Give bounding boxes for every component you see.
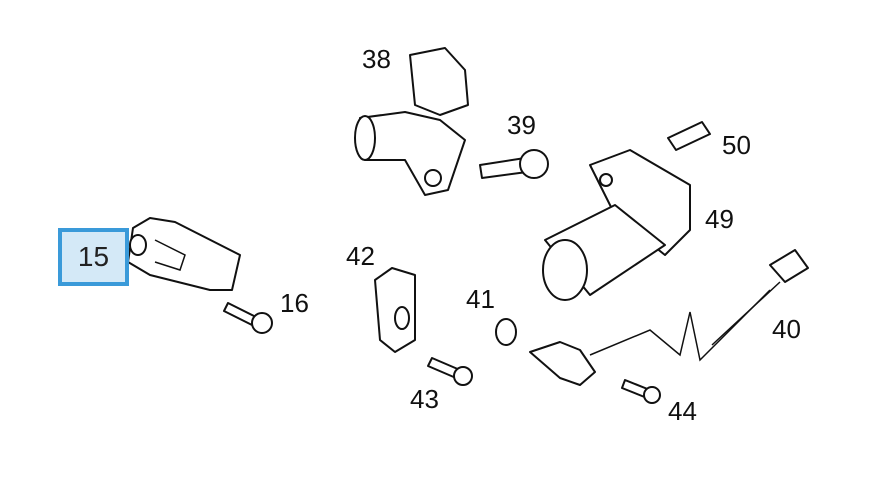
part-16-bolt[interactable] <box>223 302 273 334</box>
part-50-fitting[interactable] <box>667 121 711 151</box>
callout-50[interactable]: 50 <box>722 130 751 160</box>
callout-43[interactable]: 43 <box>410 384 439 414</box>
part-49-sensor[interactable] <box>542 149 691 301</box>
part-41-o-ring[interactable] <box>495 318 517 346</box>
part-38-camshaft-sensor[interactable] <box>354 47 469 196</box>
callout-label: 15 <box>77 241 110 272</box>
part-42-bracket[interactable] <box>374 267 416 353</box>
callout-16[interactable]: 16 <box>280 288 309 318</box>
callout-40[interactable]: 40 <box>772 314 801 344</box>
part-43-bolt[interactable] <box>427 357 473 386</box>
part-40-sensor-cable[interactable] <box>529 249 809 386</box>
part-44-bolt[interactable] <box>621 379 661 404</box>
callout-42[interactable]: 42 <box>346 241 375 271</box>
callout-41[interactable]: 41 <box>466 284 495 314</box>
callout-38[interactable]: 38 <box>362 44 391 74</box>
part-15-sensor-bracket[interactable] <box>127 217 241 291</box>
callout-49[interactable]: 49 <box>705 204 734 234</box>
part-39-bolt[interactable] <box>479 149 549 179</box>
callout-44[interactable]: 44 <box>668 396 697 426</box>
callout-15-highlighted[interactable]: 15 <box>58 228 129 286</box>
callout-39[interactable]: 39 <box>507 110 536 140</box>
